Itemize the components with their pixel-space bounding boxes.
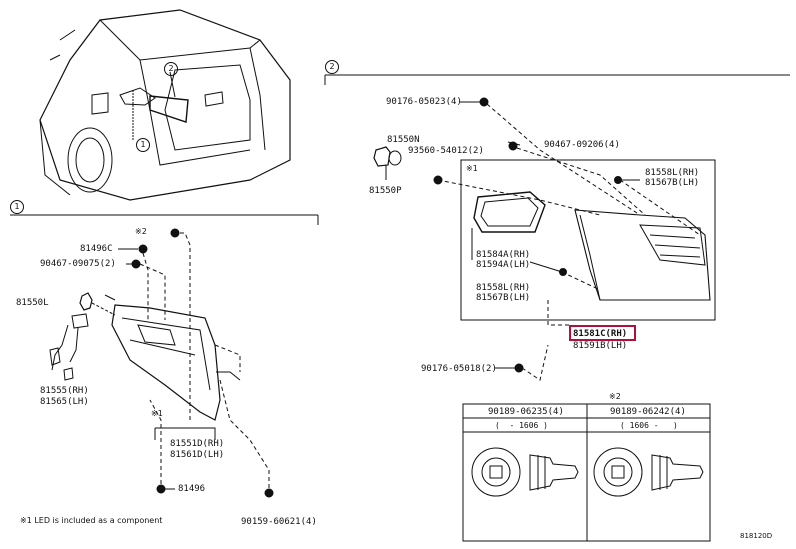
part-81591B: 81591B(LH) — [573, 341, 628, 351]
callout-1: 1 — [136, 138, 150, 152]
part-81584A: 81584A(RH) — [476, 250, 531, 260]
part-81567B-mid: 81567B(LH) — [476, 293, 531, 303]
part-81594A: 81594A(LH) — [476, 260, 531, 270]
table-col1-subheader: ( - 1606 ) — [495, 421, 548, 430]
table-col2-subheader: ( 1606 - ) — [620, 421, 678, 430]
star2-table-mark: ※2 — [609, 392, 621, 401]
table-col2-header: 90189-06242(4) — [610, 407, 686, 417]
footnote: ※1 LED is included as a component — [20, 516, 163, 525]
section-2-marker: 2 — [325, 60, 339, 74]
part-93560-54012: 93560-54012(2) — [408, 146, 484, 156]
highlight-box — [569, 325, 636, 341]
part-90467-09075: 90467-09075(2) — [40, 259, 116, 269]
rear-lamp-unit — [111, 304, 221, 421]
star1-mark: ※1 — [151, 409, 163, 418]
part-81558L-mid: 81558L(RH) — [476, 283, 531, 293]
car-illustration — [39, 9, 291, 201]
part-81567B-top: 81567B(LH) — [645, 178, 700, 188]
part-81551D: 81551D(RH) — [170, 439, 225, 449]
part-81550P: 81550P — [369, 186, 402, 196]
part-81550N: 81550N — [387, 135, 420, 145]
star2-mark: ※2 — [135, 227, 147, 236]
star1-mark-section2: ※1 — [466, 164, 478, 173]
part-81558L-top: 81558L(RH) — [645, 168, 700, 178]
part-81496: 81496 — [178, 484, 206, 494]
part-81561D: 81561D(LH) — [170, 450, 225, 460]
part-81550L: 81550L — [16, 298, 49, 308]
part-90176-05023: 90176-05023(4) — [386, 97, 462, 107]
part-90159-60621: 90159-60621(4) — [241, 517, 317, 527]
section-1-marker: 1 — [10, 200, 24, 214]
part-81555: 81555(RH) — [40, 386, 89, 396]
part-81565: 81565(LH) — [40, 397, 89, 407]
part-81581C: 81581C(RH) — [573, 329, 628, 339]
tail-lamp-assembly — [574, 209, 711, 301]
callout-2: 2 — [164, 62, 178, 76]
table-col1-header: 90189-06235(4) — [488, 407, 564, 417]
clip-drawing-left — [471, 447, 579, 497]
part-81496C: 81496C — [80, 244, 113, 254]
part-90176-05018: 90176-05018(2) — [421, 364, 497, 374]
diagram-code: 818120D — [740, 532, 773, 540]
clip-drawing-right — [593, 447, 704, 497]
part-90467-09206: 90467-09206(4) — [544, 140, 620, 150]
